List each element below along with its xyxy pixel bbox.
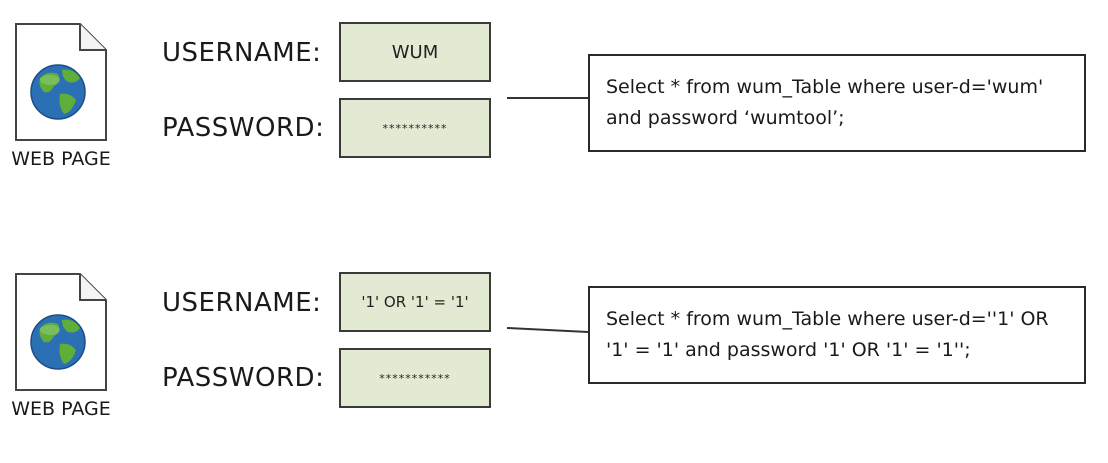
username-value: WUM [391, 41, 439, 63]
username-value: '1' OR '1' = '1' [361, 293, 469, 311]
sql-query-text: Select * from wum_Table where user-d=''1… [606, 308, 1049, 361]
sql-query-box: Select * from wum_Table where user-d=''1… [588, 286, 1086, 384]
web-page-caption: WEB PAGE [11, 398, 111, 420]
password-masked-value: ********** [382, 121, 448, 135]
sql-query-text: Select * from wum_Table where user-d='wu… [606, 76, 1044, 129]
username-label: USERNAME: [162, 38, 322, 68]
password-label: PASSWORD: [162, 113, 325, 143]
globe-icon [30, 314, 86, 370]
globe-icon [30, 64, 86, 120]
password-label: PASSWORD: [162, 363, 325, 393]
web-page-document-icon [15, 23, 107, 141]
username-field[interactable]: '1' OR '1' = '1' [339, 272, 491, 332]
username-label: USERNAME: [162, 288, 322, 318]
sql-query-box: Select * from wum_Table where user-d='wu… [588, 54, 1086, 152]
scenario-sql-injection: WEB PAGE USERNAME: '1' OR '1' = '1' PASS… [0, 250, 1108, 463]
web-page-document-icon [15, 273, 107, 391]
username-field[interactable]: WUM [339, 22, 491, 82]
scenario-normal-login: WEB PAGE USERNAME: WUM PASSWORD: *******… [0, 0, 1108, 213]
password-masked-value: *********** [379, 371, 451, 385]
password-field[interactable]: ********** [339, 98, 491, 158]
password-field[interactable]: *********** [339, 348, 491, 408]
web-page-caption: WEB PAGE [11, 148, 111, 170]
